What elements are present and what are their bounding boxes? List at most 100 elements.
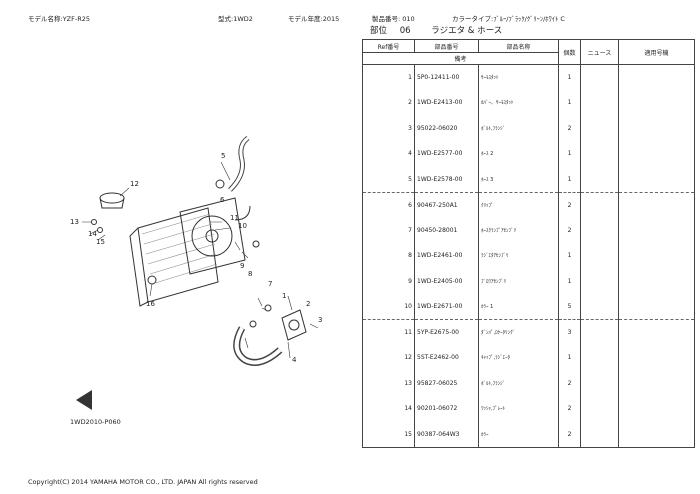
part-no-cell[interactable]: 90201-06072 bbox=[414, 396, 479, 422]
ref-cell: 12 bbox=[362, 345, 415, 371]
part-no-cell[interactable]: 1WD-E2405-00 bbox=[414, 268, 479, 294]
news-cell bbox=[580, 243, 619, 269]
model-cell bbox=[618, 217, 695, 243]
ref-cell: 2 bbox=[362, 90, 415, 116]
callout-16: 16 bbox=[146, 300, 155, 308]
part-no-cell[interactable]: 95827-06025 bbox=[414, 370, 479, 396]
name-cell: ﾎｰｽ 3 bbox=[478, 166, 559, 193]
qty-cell: 2 bbox=[558, 421, 581, 448]
ref-cell: 3 bbox=[362, 115, 415, 141]
color-type: カラータイプ:ﾌﾞﾙｰ/ﾌﾞﾗｯｸ/ｸﾞﾘｰﾝ/ﾎﾜｲﾄ C bbox=[452, 15, 565, 23]
model-cell bbox=[618, 141, 695, 167]
part-no-cell[interactable]: 90387-064W3 bbox=[414, 421, 479, 448]
part-no-cell[interactable]: 5YP-E2675-00 bbox=[414, 319, 479, 345]
news-cell bbox=[580, 217, 619, 243]
ref-cell: 5 bbox=[362, 166, 415, 193]
part-no-cell[interactable]: 1WD-E2461-00 bbox=[414, 243, 479, 269]
ref-cell: 13 bbox=[362, 370, 415, 396]
model-cell bbox=[618, 166, 695, 193]
ref-cell: 10 bbox=[362, 294, 415, 320]
part-no-cell[interactable]: 1WD-E2577-00 bbox=[414, 141, 479, 167]
parts-diagram: 5 12 13 14 15 16 6 11 10 9 8 7 1 4 3 2 bbox=[30, 110, 350, 440]
news-cell bbox=[580, 370, 619, 396]
qty-cell: 1 bbox=[558, 345, 581, 371]
col-ref: Ref番号 bbox=[362, 39, 415, 53]
qty-cell: 3 bbox=[558, 319, 581, 345]
ref-cell: 11 bbox=[362, 319, 415, 345]
exploded-view-drawing: 5 12 13 14 15 16 6 11 10 9 8 7 1 4 3 2 bbox=[70, 135, 322, 410]
part-no-cell[interactable]: 1WD-E2413-00 bbox=[414, 90, 479, 116]
model-name: モデル名称:YZF-R25 bbox=[28, 15, 90, 23]
model-cell bbox=[618, 319, 695, 345]
callout-10: 10 bbox=[238, 222, 247, 230]
radiator-cap bbox=[99, 192, 125, 204]
model-code: 型式:1WD2 bbox=[218, 15, 253, 23]
col-name: 部品名称 bbox=[478, 39, 559, 53]
part-no-cell[interactable]: 90467-250A1 bbox=[414, 192, 479, 218]
name-cell: ﾀﾞﾝﾊﾟ,ﾛｹｰﾀﾘﾝｸﾞ bbox=[478, 319, 559, 345]
name-cell: ﾎｰｽ 2 bbox=[478, 141, 559, 167]
part-no-cell[interactable]: 1WD-E2578-00 bbox=[414, 166, 479, 193]
qty-cell: 2 bbox=[558, 396, 581, 422]
callout-8: 8 bbox=[248, 270, 252, 278]
name-cell: ｶﾗｰ 1 bbox=[478, 294, 559, 320]
model-cell bbox=[618, 294, 695, 320]
col-remarks: 備考 bbox=[362, 52, 559, 65]
diagram-code: 1WD2010-P060 bbox=[70, 418, 121, 426]
news-cell bbox=[580, 294, 619, 320]
radiator-core bbox=[137, 207, 219, 303]
qty-cell: 1 bbox=[558, 166, 581, 193]
callout-9: 9 bbox=[240, 262, 244, 270]
model-cell bbox=[618, 345, 695, 371]
ref-cell: 15 bbox=[362, 421, 415, 448]
model-year: モデル年度:2015 bbox=[288, 15, 340, 23]
part-no-cell[interactable]: 1WD-E2671-00 bbox=[414, 294, 479, 320]
name-cell: ｷｬｯﾌﾟ,ﾗｼﾞｴｰﾀ bbox=[478, 345, 559, 371]
part-no-cell[interactable]: 5ST-E2462-00 bbox=[414, 345, 479, 371]
qty-cell: 2 bbox=[558, 115, 581, 141]
news-cell bbox=[580, 64, 619, 90]
model-cell bbox=[618, 421, 695, 448]
copyright: Copyright(C) 2014 YAMAHA MOTOR CO., LTD.… bbox=[28, 478, 258, 486]
qty-cell: 1 bbox=[558, 141, 581, 167]
news-cell bbox=[580, 345, 619, 371]
news-cell bbox=[580, 141, 619, 167]
callout-3: 3 bbox=[318, 316, 322, 324]
part-no-cell[interactable]: 95022-06020 bbox=[414, 115, 479, 141]
callout-12: 12 bbox=[130, 180, 139, 188]
news-cell bbox=[580, 421, 619, 448]
news-cell bbox=[580, 319, 619, 345]
name-cell: ﾜｯｼｬ,ﾌﾟﾚｰﾄ bbox=[478, 396, 559, 422]
name-cell: ﾌﾞﾛﾜｱｾﾝﾌﾞﾘ bbox=[478, 268, 559, 294]
qty-cell: 1 bbox=[558, 243, 581, 269]
section-title: ラジエタ & ホース bbox=[431, 26, 503, 36]
news-cell bbox=[580, 396, 619, 422]
qty-cell: 1 bbox=[558, 90, 581, 116]
col-model: 適用号機 bbox=[618, 39, 695, 65]
qty-cell: 2 bbox=[558, 192, 581, 218]
qty-cell: 1 bbox=[558, 64, 581, 90]
news-cell bbox=[580, 192, 619, 218]
callout-14: 14 bbox=[88, 230, 97, 238]
qty-cell: 2 bbox=[558, 370, 581, 396]
part-no-cell[interactable]: 90450-28001 bbox=[414, 217, 479, 243]
name-cell: ﾗｼﾞｴﾀｱｾﾝﾌﾞﾘ bbox=[478, 243, 559, 269]
part-no-cell[interactable]: 5P0-12411-00 bbox=[414, 64, 479, 90]
callout-1: 1 bbox=[282, 292, 286, 300]
section-number: 06 bbox=[399, 26, 411, 36]
ref-cell: 8 bbox=[362, 243, 415, 269]
callout-4: 4 bbox=[292, 356, 297, 364]
name-cell: ﾎﾞﾙﾄ,ﾌﾗﾝｼﾞ bbox=[478, 370, 559, 396]
ref-cell: 4 bbox=[362, 141, 415, 167]
